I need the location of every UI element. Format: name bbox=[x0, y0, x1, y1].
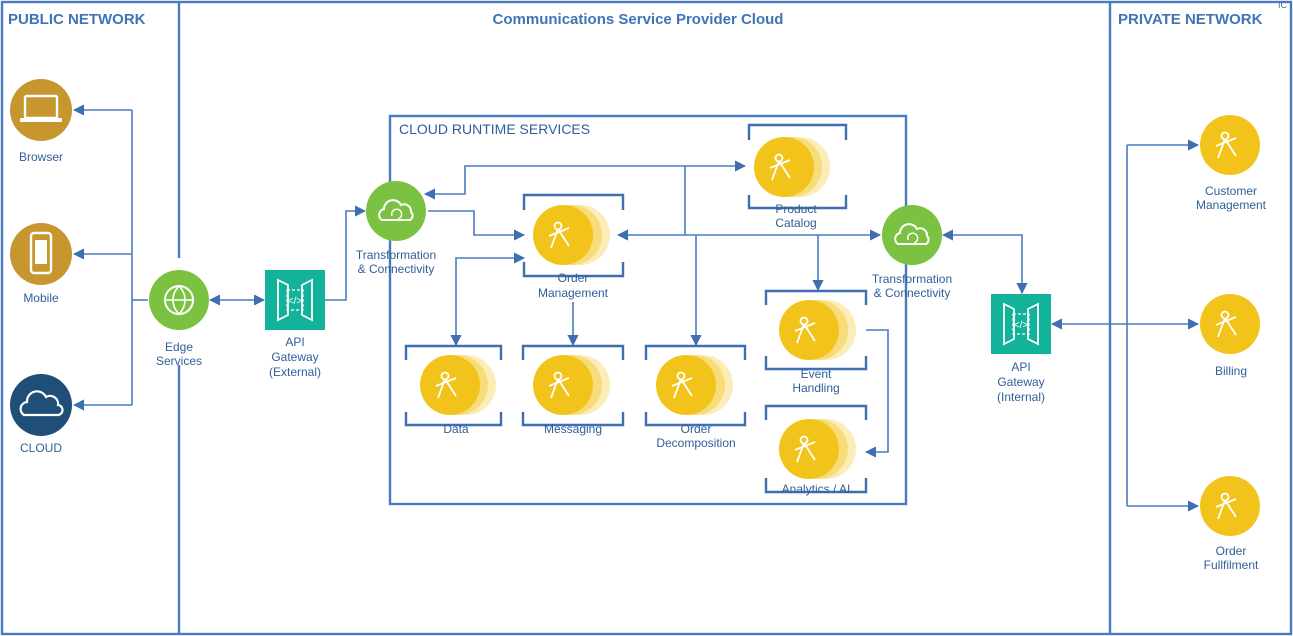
service-messaging[interactable]: Messaging bbox=[521, 344, 625, 436]
service-analytics-ai[interactable]: Analytics / AI bbox=[764, 404, 868, 496]
api-gateway-internal-node[interactable]: </> API Gateway (Internal) bbox=[991, 294, 1051, 404]
order-fulfilment-label-2: Fullfilment bbox=[1204, 558, 1259, 572]
cloud-client-icon bbox=[10, 374, 72, 436]
compass-icon bbox=[1200, 476, 1260, 536]
api-ext-label-1: API bbox=[285, 335, 304, 349]
compass-icon bbox=[1200, 294, 1260, 354]
mobile-label: Mobile bbox=[23, 291, 59, 305]
billing-node[interactable]: Billing bbox=[1200, 294, 1260, 378]
messaging-label: Messaging bbox=[544, 422, 602, 436]
edge-label-1: Edge bbox=[165, 340, 193, 354]
cloud-runtime-title: CLOUD RUNTIME SERVICES bbox=[399, 121, 590, 137]
api-gateway-internal-icon bbox=[991, 294, 1051, 354]
billing-label: Billing bbox=[1215, 364, 1247, 378]
compass-icon bbox=[754, 137, 814, 197]
api-gateway-external-icon bbox=[265, 270, 325, 330]
browser-node[interactable]: Browser bbox=[10, 79, 72, 164]
cloud-sync-icon bbox=[882, 205, 942, 265]
svg-text:</>: </> bbox=[1014, 320, 1029, 331]
service-product-catalog[interactable]: Product Catalog bbox=[747, 123, 848, 230]
transform-right-label-2: & Connectivity bbox=[874, 286, 951, 300]
event-handling-label-1: Event bbox=[801, 367, 832, 381]
api-ext-label-2: Gateway bbox=[271, 350, 318, 364]
browser-icon bbox=[10, 79, 72, 141]
transform-left-label-1: Transformation bbox=[356, 248, 436, 262]
edge-label-2: Services bbox=[156, 354, 202, 368]
order-fulfilment-label-1: Order bbox=[1216, 544, 1247, 558]
cloud-runtime-frame bbox=[388, 114, 908, 506]
csp-title: Communications Service Provider Cloud bbox=[493, 11, 784, 28]
order-decomposition-label-2: Decomposition bbox=[656, 436, 735, 450]
corner-mark: IC bbox=[1278, 0, 1288, 10]
product-catalog-label-2: Catalog bbox=[775, 216, 816, 230]
compass-icon bbox=[420, 355, 480, 415]
compass-icon bbox=[656, 355, 716, 415]
compass-icon bbox=[533, 205, 593, 265]
analytics-label: Analytics / AI bbox=[782, 482, 851, 496]
service-event-handling[interactable]: Event Handling bbox=[764, 289, 868, 395]
compass-icon bbox=[779, 300, 839, 360]
api-ext-label-3: (External) bbox=[269, 365, 321, 379]
private-network-title: PRIVATE NETWORK bbox=[1118, 11, 1263, 28]
compass-icon bbox=[779, 419, 839, 479]
api-int-label-1: API bbox=[1011, 360, 1030, 374]
product-catalog-label-1: Product bbox=[775, 202, 817, 216]
svg-text:</>: </> bbox=[288, 296, 303, 307]
mobile-node[interactable]: Mobile bbox=[10, 223, 72, 305]
customer-management-node[interactable]: Customer Management bbox=[1196, 115, 1267, 212]
api-gateway-external-node[interactable]: </> API Gateway (External) bbox=[265, 270, 325, 379]
cloud-client-node[interactable]: CLOUD bbox=[10, 374, 72, 455]
edge-services-node[interactable]: Edge Services bbox=[149, 270, 209, 368]
api-int-label-3: (Internal) bbox=[997, 390, 1045, 404]
event-handling-label-2: Handling bbox=[792, 381, 839, 395]
order-fulfilment-node[interactable]: Order Fullfilment bbox=[1200, 476, 1260, 572]
public-network-title: PUBLIC NETWORK bbox=[8, 11, 146, 28]
order-management-label-2: Management bbox=[538, 286, 609, 300]
order-decomposition-label-1: Order bbox=[681, 422, 712, 436]
service-order-decomposition[interactable]: Order Decomposition bbox=[644, 344, 747, 450]
transform-left-label-2: & Connectivity bbox=[358, 262, 435, 276]
cloud-client-label: CLOUD bbox=[20, 441, 62, 455]
compass-icon bbox=[1200, 115, 1260, 175]
cloud-sync-icon bbox=[366, 181, 426, 241]
service-data[interactable]: Data bbox=[404, 344, 503, 436]
customer-management-label-1: Customer bbox=[1205, 184, 1257, 198]
data-label: Data bbox=[443, 422, 469, 436]
transformation-left-node[interactable]: Transformation & Connectivity bbox=[356, 181, 436, 276]
transformation-right-node[interactable]: Transformation & Connectivity bbox=[872, 205, 952, 300]
connectors bbox=[72, 104, 1200, 512]
browser-label: Browser bbox=[19, 150, 63, 164]
customer-management-label-2: Management bbox=[1196, 198, 1267, 212]
service-order-management[interactable]: Order Management bbox=[522, 193, 625, 300]
api-int-label-2: Gateway bbox=[997, 375, 1044, 389]
transform-right-label-1: Transformation bbox=[872, 272, 952, 286]
order-management-label-1: Order bbox=[558, 271, 589, 285]
compass-icon bbox=[533, 355, 593, 415]
